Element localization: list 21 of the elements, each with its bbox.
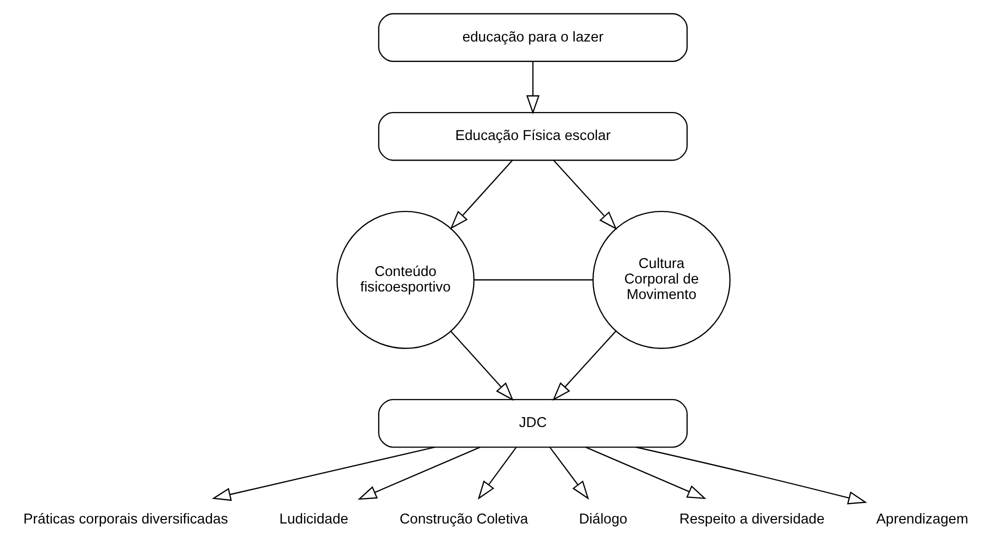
arrow — [586, 446, 706, 499]
node-text: Ludicidade — [279, 511, 348, 528]
node-text: Respeito a diversidade — [679, 511, 825, 528]
arrow — [549, 446, 590, 500]
node-text: Práticas corporais diversificadas — [23, 511, 228, 528]
arrow — [478, 446, 517, 500]
arrow — [358, 446, 480, 500]
connector — [474, 279, 594, 280]
arrow — [552, 330, 616, 401]
node-box: educação para o lazer — [378, 13, 688, 62]
node-text: Aprendizagem — [876, 511, 968, 528]
node-box: JDC — [378, 398, 688, 448]
arrow — [450, 160, 513, 230]
arrow — [636, 446, 868, 504]
arrow — [526, 62, 540, 114]
node-text: Construção Coletiva — [400, 511, 528, 528]
arrow — [212, 446, 435, 501]
node-text: Diálogo — [578, 511, 628, 528]
node-box: Educação Física escolar — [378, 112, 688, 161]
arrow — [553, 160, 618, 230]
arrow — [450, 331, 514, 401]
